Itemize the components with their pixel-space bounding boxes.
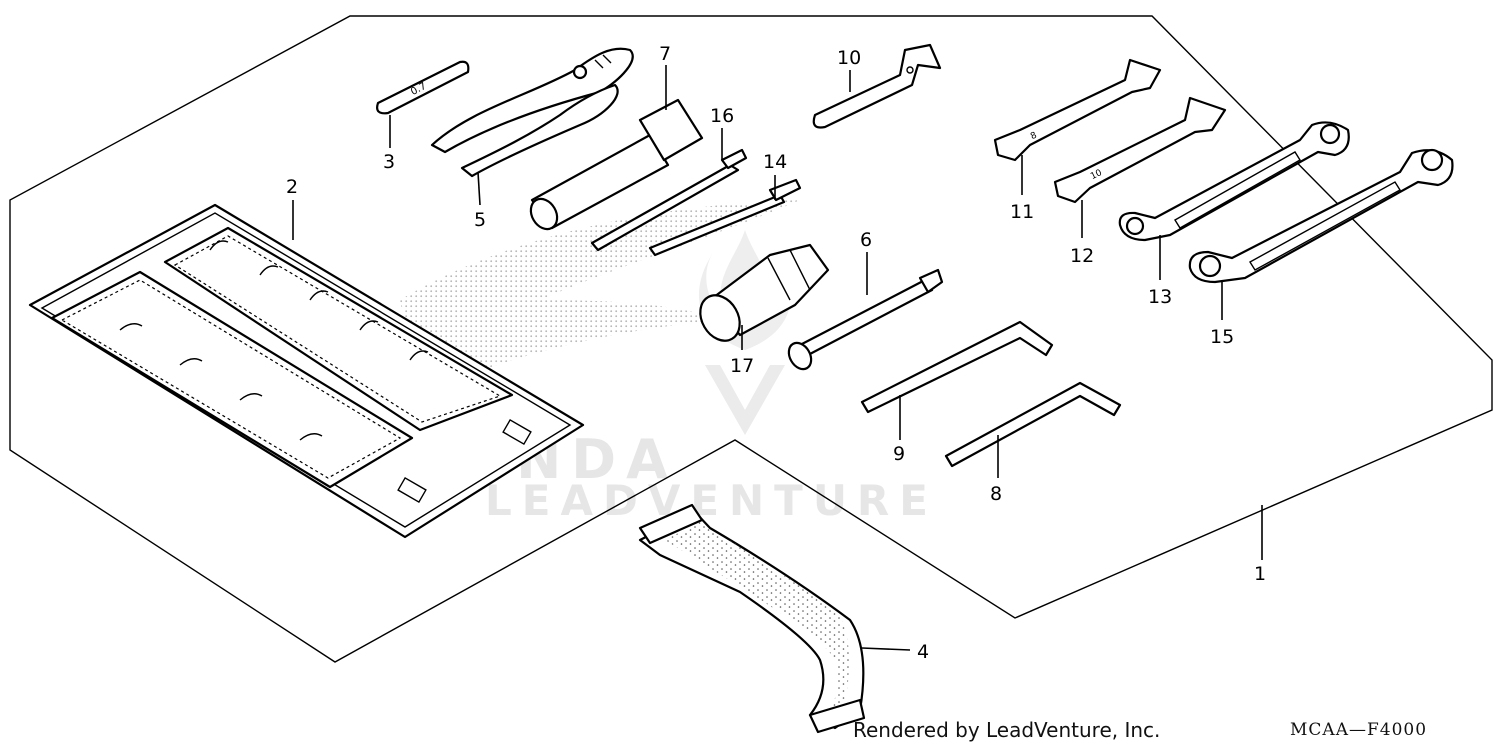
callout-11: 11 [1010,201,1034,223]
callout-10: 10 [837,47,861,69]
wrench-12-mark: 10 [1089,168,1104,182]
callout-3: 3 [383,151,395,173]
pliers [430,47,634,178]
leader-4 [861,647,911,651]
hex-key-8 [944,381,1122,468]
combination-wrench-13 [1118,121,1350,242]
tool-bag [28,203,585,539]
callout-15: 15 [1210,326,1234,348]
callout-8: 8 [990,483,1002,505]
callout-13: 13 [1148,286,1172,308]
leader-5 [477,171,481,206]
callout-9: 9 [893,443,905,465]
callout-2: 2 [286,176,298,198]
double-open-wrench-12: 10 [1053,96,1227,204]
leader-lines [292,65,1263,651]
callout-16: 16 [710,105,734,127]
feeler-gauge: 0.7 [376,60,470,115]
screwdriver-bit-16 [590,148,748,252]
callout-6: 6 [860,229,872,251]
callout-17: 17 [730,355,754,377]
double-open-wrench-11: 8 [993,58,1162,162]
open-end-wrench-10 [812,43,942,129]
watermark-company: LEADVENTURE [485,476,938,525]
callout-numbers: 1 2 3 4 5 6 7 8 9 10 11 12 13 14 15 16 1… [286,43,1266,663]
drawing-code: MCAA—F4000 [1290,720,1428,740]
v-watermark-icon [705,365,785,435]
screwdriver-shaft-14 [648,178,802,257]
screwdriver-handle [699,243,830,342]
callout-4: 4 [917,641,929,663]
callout-14: 14 [763,151,787,173]
hex-key-9 [860,320,1054,414]
wing-logo-watermark [400,200,800,395]
wrench-11-mark: 8 [1029,130,1039,142]
combination-wrench-15 [1188,148,1454,284]
callout-1: 1 [1254,563,1266,585]
tool-kit-outline [9,15,1493,663]
callout-7: 7 [659,43,671,65]
callout-5: 5 [474,209,486,231]
box-wrench [529,98,704,231]
extension-bar [787,268,944,371]
callout-12: 12 [1070,245,1094,267]
strap [638,503,866,734]
rendered-by-credit: Rendered by LeadVenture, Inc. [853,718,1161,742]
